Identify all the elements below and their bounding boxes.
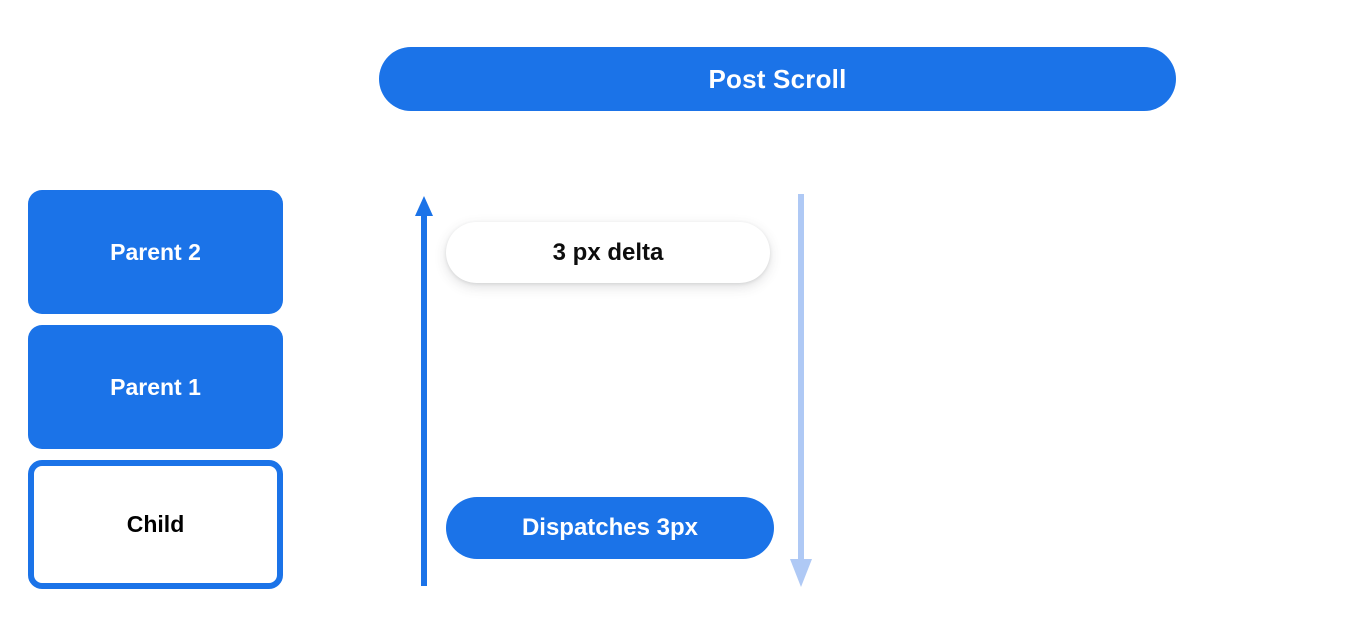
node-parent-2-label: Parent 2 bbox=[110, 238, 201, 265]
node-child: Child bbox=[28, 460, 283, 589]
post-scroll-header: Post Scroll bbox=[379, 47, 1176, 111]
node-parent-1-label: Parent 1 bbox=[110, 373, 201, 400]
node-parent-2: Parent 2 bbox=[28, 190, 283, 314]
delta-badge: 3 px delta bbox=[446, 222, 770, 283]
arrow-up-icon bbox=[415, 196, 433, 586]
arrow-down-icon bbox=[790, 194, 812, 587]
page-title: Post Scroll bbox=[708, 63, 847, 94]
dispatch-badge-label: Dispatches 3px bbox=[521, 514, 699, 541]
delta-badge-label: 3 px delta bbox=[552, 238, 664, 266]
node-child-label: Child bbox=[126, 511, 185, 537]
node-stack: Parent 2 Parent 1 Child bbox=[28, 190, 283, 589]
dispatch-badge: Dispatches 3px bbox=[446, 497, 774, 559]
node-parent-1: Parent 1 bbox=[28, 325, 283, 449]
